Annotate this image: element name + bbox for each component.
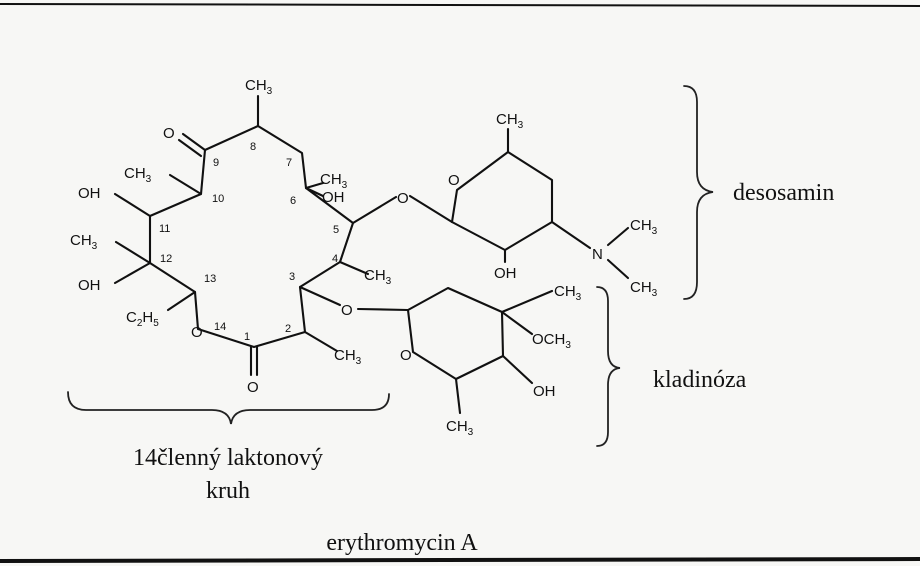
ring-number-4: 4 xyxy=(332,253,338,265)
ch3-c10-label: CH3 xyxy=(124,165,152,185)
ring-number-7: 7 xyxy=(286,157,292,169)
lactone-ring-brace xyxy=(67,391,390,425)
ring-oxygen-label: O xyxy=(191,324,203,341)
ring-number-13: 13 xyxy=(204,273,216,285)
ch3-c2-label: CH3 xyxy=(334,347,362,367)
top-rule xyxy=(0,3,920,7)
ring-number-3: 3 xyxy=(289,271,295,283)
ch3-c6-label: CH3 xyxy=(320,171,348,191)
ethyl-c13-label: C2H5 xyxy=(126,309,159,329)
ring-number-5: 5 xyxy=(333,224,339,236)
desosamine-caption: desosamin xyxy=(733,180,834,206)
cladinose-ring-oxygen-label: O xyxy=(400,347,412,364)
ring-number-12: 12 xyxy=(160,253,172,265)
ring-number-6: 6 xyxy=(290,195,296,207)
lactone-ring-caption-line1: 14členný laktonový xyxy=(133,445,323,471)
cladinose-bonds xyxy=(298,285,554,415)
desosamine-brace xyxy=(683,85,714,300)
ring-number-14: 14 xyxy=(214,321,226,333)
lactone-ring-bonds xyxy=(113,94,370,377)
desosamine-bonds xyxy=(351,127,630,280)
oh-c12-label: OH xyxy=(78,277,101,294)
lactone-carbonyl-oxygen-label: O xyxy=(247,379,259,396)
oh-cladinose-label: OH xyxy=(533,383,556,400)
compound-name-caption: erythromycin A xyxy=(326,530,478,556)
nitrogen-label: N xyxy=(592,246,603,263)
ch3-c4-label: CH3 xyxy=(364,267,392,287)
cladinose-brace xyxy=(596,286,621,447)
n-methyl-lower-label: CH3 xyxy=(630,279,658,299)
ketone-oxygen-label: O xyxy=(163,125,175,142)
bottom-rule xyxy=(0,557,920,563)
ring-number-10: 10 xyxy=(212,193,224,205)
ch3-desosamine-label: CH3 xyxy=(496,111,524,131)
ring-number-8: 8 xyxy=(250,141,256,153)
oh-c6-label: OH xyxy=(322,189,345,206)
oh-desosamine-label: OH xyxy=(494,265,517,282)
ring-number-9: 9 xyxy=(213,157,219,169)
ring-number-2: 2 xyxy=(285,323,291,335)
cladinose-caption: kladinóza xyxy=(653,367,747,393)
n-methyl-upper-label: CH3 xyxy=(630,217,658,237)
ch3-c8-label: CH3 xyxy=(245,77,273,97)
oh-c11-label: OH xyxy=(78,185,101,202)
och3-cladinose-label: OCH3 xyxy=(532,331,571,351)
ch3-cladinose-c3-label: CH3 xyxy=(554,283,582,303)
glycosidic-oxygen-desosamine-label: O xyxy=(397,190,409,207)
ring-number-1: 1 xyxy=(244,331,250,343)
ch3-cladinose-c5-label: CH3 xyxy=(446,418,474,438)
desosamine-ring-oxygen-label: O xyxy=(448,172,460,189)
glycosidic-oxygen-cladinose-label: O xyxy=(341,302,353,319)
lactone-ring-caption-line2: kruh xyxy=(206,478,250,504)
ch3-c12-label: CH3 xyxy=(70,232,98,252)
ring-number-11: 11 xyxy=(159,223,170,235)
